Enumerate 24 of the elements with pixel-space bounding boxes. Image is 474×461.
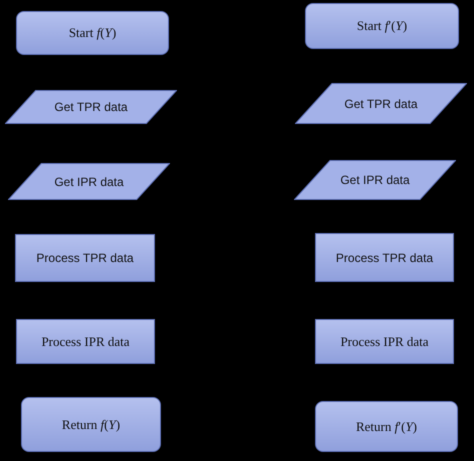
input-parallelogram [294,160,456,200]
node-label: Process IPR data [340,334,429,350]
node-label: Return f′(Y) [356,418,418,434]
node-label: Process TPR data [36,251,134,265]
process-box [15,234,155,282]
node-label: Start f(Y) [68,25,116,41]
node-label: Start f′(Y) [356,18,408,34]
node-label: Get TPR data [54,100,128,114]
start-terminal [16,11,169,55]
node-label: Return f(Y) [62,416,120,432]
input-parallelogram [8,163,170,200]
end-terminal [21,397,161,452]
node-label: Get TPR data [344,96,418,110]
process-box [315,319,454,364]
end-terminal [315,401,458,452]
start-terminal [305,3,459,49]
node-label: Process TPR data [336,250,434,264]
process-box [16,319,155,364]
node-label: Get IPR data [340,173,410,187]
input-parallelogram [5,90,177,124]
input-parallelogram [295,83,467,124]
node-label: Process IPR data [41,334,130,350]
node-label: Get IPR data [54,174,124,188]
process-box [315,233,454,282]
